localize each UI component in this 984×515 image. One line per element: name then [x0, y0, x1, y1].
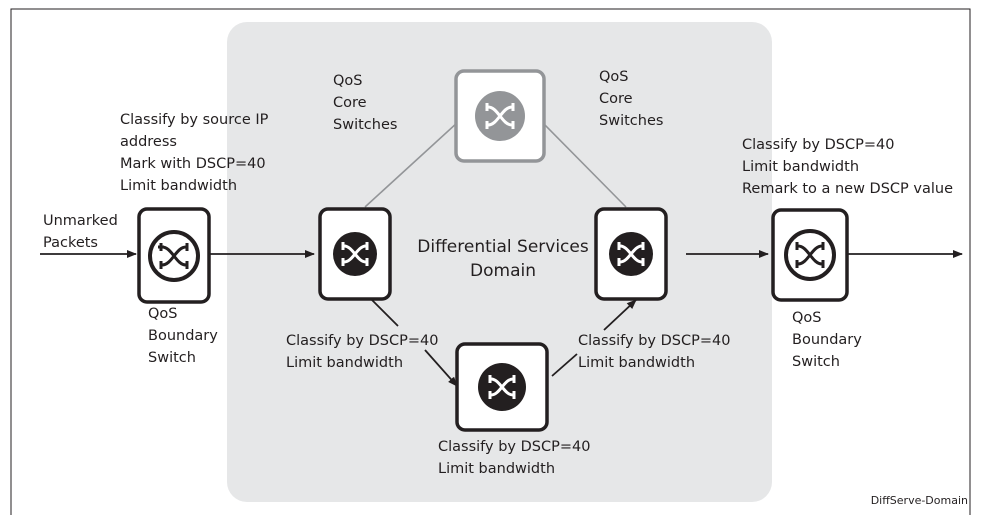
core-label-left: QoS Core Switches [333, 73, 398, 133]
switch-icon [485, 103, 515, 129]
switch-core-top [454, 69, 546, 163]
left-boundary-rules: Classify by source IP address Mark with … [120, 112, 269, 194]
input-label: Unmarked Packets [43, 213, 118, 251]
link-core-left-to-top [364, 121, 459, 208]
link-top-to-core-right [541, 121, 627, 208]
right-boundary-name: QoS Boundary Switch [792, 310, 862, 370]
switch-core-bottom [455, 342, 549, 432]
link-core-left-to-bottom [369, 297, 399, 327]
link-bottom-to-core-right [551, 353, 578, 377]
left-boundary-name: QoS Boundary Switch [148, 306, 218, 366]
core-label-right: QoS Core Switches [599, 69, 664, 129]
switch-core-left [318, 207, 392, 301]
switch-icon [617, 242, 645, 266]
switch-icon [795, 242, 825, 268]
diagram-border [10, 8, 971, 515]
switch-right-boundary [771, 208, 849, 302]
right-boundary-rules: Classify by DSCP=40 Limit bandwidth Rema… [742, 137, 954, 197]
diffserv-domain-region [227, 22, 772, 502]
switch-left-boundary [137, 207, 211, 304]
link-bottom-to-core-right-arrow [603, 299, 637, 331]
switch-core-right [594, 207, 668, 301]
link-core-left-to-bottom-arrow [424, 349, 458, 387]
rule-bottom: Classify by DSCP=40 Limit bandwidth [438, 439, 591, 477]
rule-lower-left: Classify by DSCP=40 Limit bandwidth [286, 333, 439, 371]
switch-icon [341, 242, 369, 266]
switch-icon [488, 375, 516, 399]
domain-label: Differential Services Domain [417, 237, 589, 281]
figure-caption: DiffServe-Domain [870, 494, 968, 507]
switch-icon [158, 243, 189, 269]
rule-lower-right: Classify by DSCP=40 Limit bandwidth [578, 333, 731, 371]
